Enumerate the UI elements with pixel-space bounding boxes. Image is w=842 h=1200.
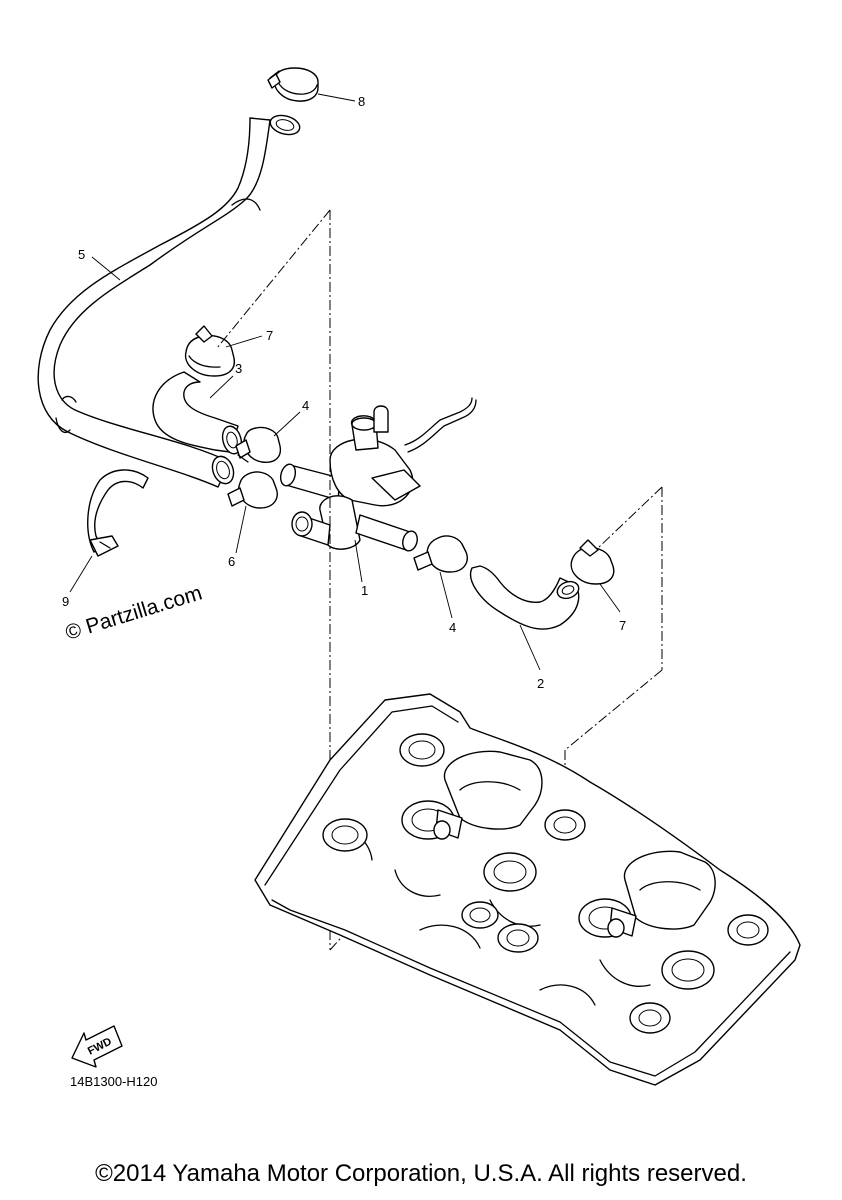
callout-5: 5 [78, 247, 85, 262]
cylinder-head-cover [254, 693, 801, 1086]
callout-2: 2 [537, 676, 544, 691]
part-6-hose-clamp: 6 [227, 471, 278, 569]
callout-6: 6 [228, 554, 235, 569]
callout-4-left: 4 [302, 398, 309, 413]
part-1-air-cut-valve: 1 [279, 397, 477, 598]
callout-7-upper: 7 [266, 328, 273, 343]
callout-3: 3 [235, 361, 242, 376]
callout-4-right: 4 [449, 620, 456, 635]
diagram-code: 14B1300-H120 [70, 1074, 157, 1089]
callout-7-right: 7 [619, 618, 626, 633]
callout-9: 9 [62, 594, 69, 609]
part-4-hose-clamp-right: 4 [413, 535, 468, 635]
callout-8: 8 [358, 94, 365, 109]
copyright-notice: ©2014 Yamaha Motor Corporation, U.S.A. A… [95, 1160, 747, 1187]
part-8-hose-clamp: 8 [267, 67, 365, 109]
fwd-arrow-icon: FWD [71, 1025, 123, 1068]
part-5-air-hose: 5 [37, 114, 301, 488]
part-4-hose-clamp-left: 4 [235, 398, 309, 463]
reed-valve-housing-right [607, 850, 716, 938]
callout-1: 1 [361, 583, 368, 598]
part-2-bent-hose: 2 [469, 565, 580, 691]
part-7-hose-clamp-upper: 7 [184, 325, 273, 377]
part-9-band: 9 [62, 469, 149, 609]
part-7-hose-clamp-right: 7 [570, 539, 626, 633]
watermark: © Partzilla.com [63, 581, 205, 644]
reed-valve-housing-left [433, 750, 543, 840]
